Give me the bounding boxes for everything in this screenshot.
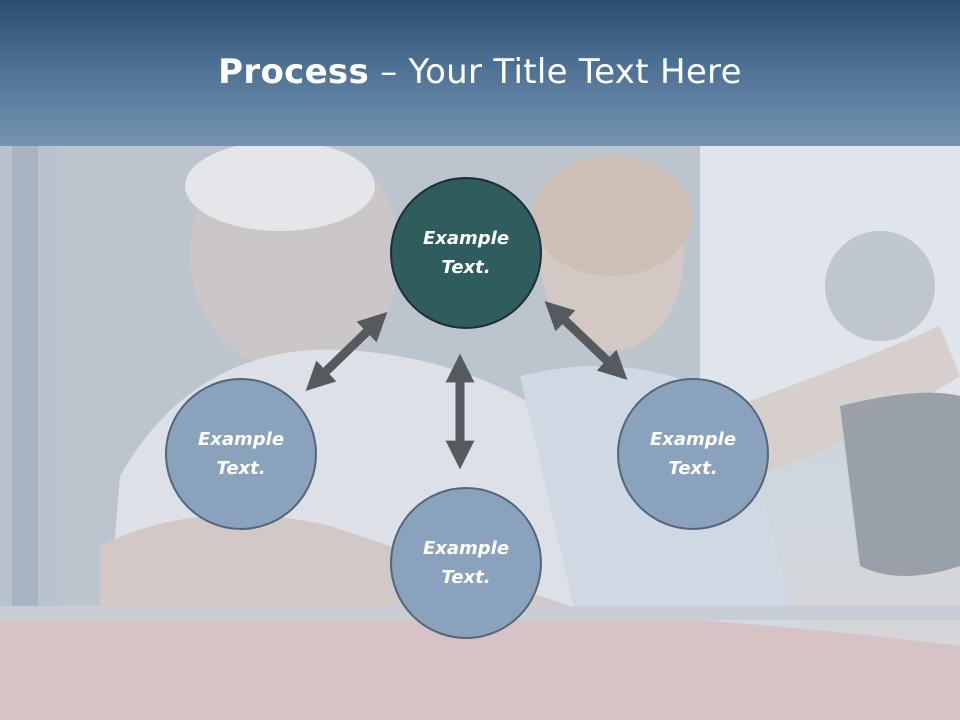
process-node-bottom: Example Text. [390,487,542,639]
process-node-right-label: Example Text. [649,429,737,479]
slide-title: Process – Your Title Text Here [0,52,960,92]
process-node-top: Example Text. [390,177,542,329]
slide-title-rest: – Your Title Text Here [369,52,742,92]
process-node-bottom-label: Example Text. [422,538,510,588]
process-node-top-label: Example Text. [422,228,510,278]
title-bar: Process – Your Title Text Here [0,0,960,146]
arrow-top-right [544,301,628,380]
process-node-right: Example Text. [617,378,769,530]
process-node-left: Example Text. [165,378,317,530]
arrow-top-left [305,311,388,392]
slide-title-bold: Process [218,52,370,92]
process-node-left-label: Example Text. [197,429,285,479]
